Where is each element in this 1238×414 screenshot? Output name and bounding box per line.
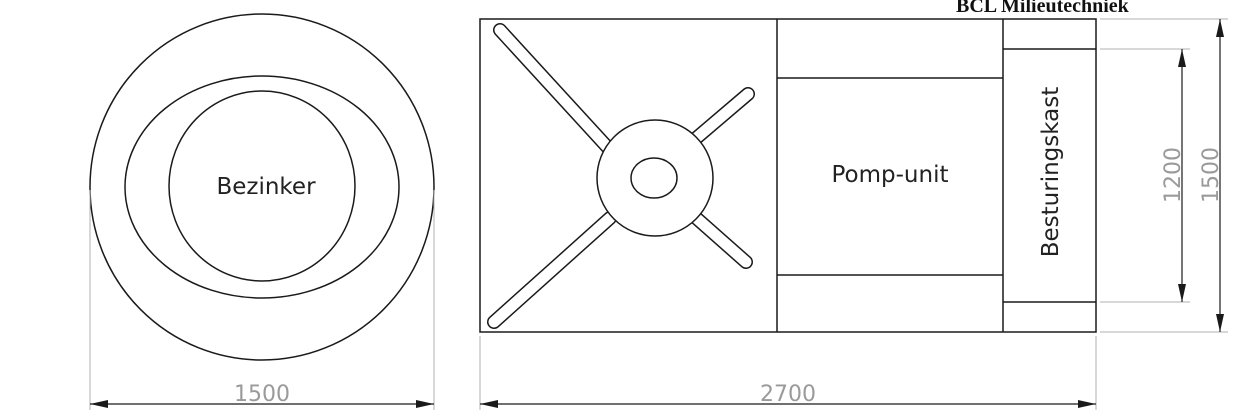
arm-top-left-fill (494, 24, 616, 156)
dimension-bezinker-width: 1500 (89, 190, 435, 410)
dimension-inner-height: 1200 (1100, 48, 1190, 303)
bezinker-middle-ring (124, 75, 400, 299)
arm-bottom-right-fill (688, 210, 752, 268)
arrow-top (1178, 49, 1186, 67)
unit-housing (479, 18, 1097, 333)
besturingskast-label: Besturingskast (1038, 87, 1064, 258)
arrow-right (1078, 400, 1096, 408)
dimension-outer-height: 1500 (1100, 18, 1228, 333)
dim-text-2700: 2700 (760, 382, 816, 407)
housing-outline (479, 18, 1097, 333)
bezinker-inner-ring (168, 90, 356, 282)
dimension-total-length: 2700 (479, 336, 1097, 410)
bezinker-outer-ring (89, 13, 435, 361)
arm-top-right-fill (688, 88, 754, 146)
arrow-left (90, 400, 108, 408)
arrow-right (416, 400, 434, 408)
dim-text-1500: 1500 (234, 382, 290, 407)
rotor-hub-inner (630, 157, 678, 199)
pomp-unit-label: Pomp-unit (832, 162, 949, 188)
arm-bottom-left-fill (488, 212, 616, 328)
arrow-left (480, 400, 498, 408)
header-text: BCL Milieutechniek (956, 0, 1130, 17)
dim-text-1200: 1200 (1161, 147, 1186, 203)
arrow-bottom (1216, 314, 1224, 332)
arrow-bottom (1178, 284, 1186, 302)
dim-text-1500-vertical: 1500 (1199, 147, 1224, 203)
bezinker-label: Bezinker (216, 174, 316, 200)
arrow-top (1216, 19, 1224, 37)
rotor-assembly (487, 23, 755, 329)
rotor-hub-outer (596, 119, 714, 237)
bezinker-tank: Bezinker (89, 13, 435, 361)
